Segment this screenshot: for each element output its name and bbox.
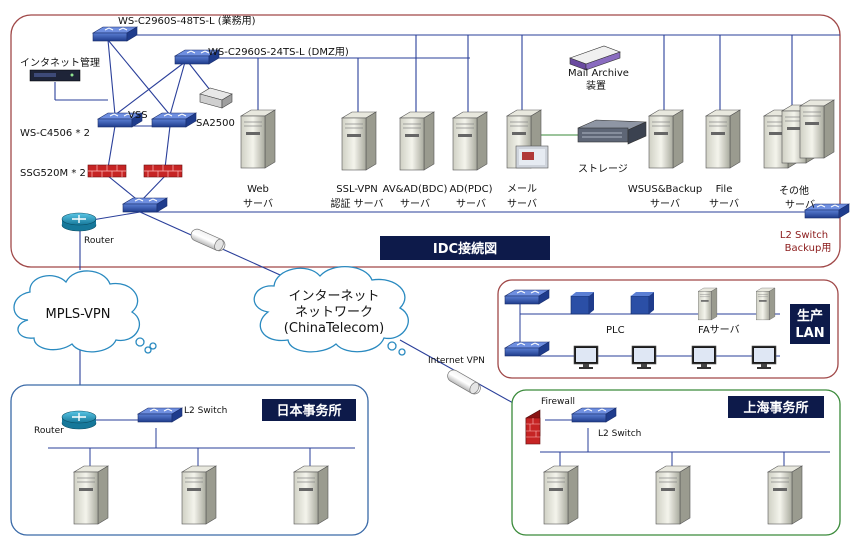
japan-server-3-icon (293, 465, 329, 525)
mail-archive-icon (569, 45, 621, 71)
wsus-backup-server-icon (648, 109, 684, 169)
shanghai-server-2-icon (655, 465, 691, 525)
sw48-label: WS-C2960S-48TS-L (業務用) (118, 14, 256, 27)
japan-switch-label: L2 Switch (184, 406, 227, 416)
idc-router-label: Router (84, 236, 114, 246)
server-label-avad: AV&AD(BDC) (383, 184, 448, 195)
shanghai-office-region (511, 389, 841, 536)
production-badge-2: LAN (795, 326, 824, 341)
server-sub-adpdc: サーバ (456, 198, 486, 210)
edge-switch-icon (122, 197, 168, 213)
vss-label: VSS (128, 110, 148, 121)
l2-backup-label-1: L2 Switch (780, 230, 828, 241)
internet-label-1: インターネット (288, 289, 379, 304)
japan-badge-text: 日本事务所 (276, 403, 341, 419)
japan-server-2-icon (181, 465, 217, 525)
fw-label: SSG520M * 2 (20, 168, 86, 179)
sw24-label: WS-C2960S-24TS-L (DMZ用) (208, 47, 349, 58)
firewall-b-icon (143, 164, 183, 178)
server-sub-mail: サーバ (507, 198, 537, 210)
japan-router-label: Router (34, 426, 64, 436)
server-label-mail: メール (507, 184, 537, 195)
server-sub-avad: サーバ (400, 198, 430, 210)
sa2500-label: SA2500 (196, 118, 235, 129)
production-switch-a-icon (504, 289, 550, 305)
internet-label-2: ネットワーク (295, 305, 373, 320)
firewall-a-icon (87, 164, 127, 178)
idc-vpn-pipe-icon (190, 228, 226, 252)
idc-title-badge (380, 236, 550, 260)
japan-router-icon (61, 410, 97, 430)
plc-2-icon (630, 291, 655, 315)
core-label: WS-C4506 * 2 (20, 128, 90, 139)
core-switch-b-icon (151, 112, 197, 128)
japan-server-1-icon (73, 465, 109, 525)
internet-label-3: (ChinaTelecom) (284, 321, 384, 336)
ssl-vpn-server-icon (341, 111, 377, 171)
storage-icon (577, 119, 647, 145)
internet-cloud-icon (253, 265, 409, 356)
fa-server-1-icon (697, 287, 718, 321)
server-sub-file: サーバ (709, 198, 739, 210)
server-label-file: File (716, 184, 733, 195)
server-sub-sslvpn: 認証 サーバ (330, 197, 383, 210)
mpls-label: MPLS-VPN (46, 307, 111, 322)
server-sub-other: サーバ (785, 199, 815, 211)
mail-archive-label-1: Mail Archive (568, 68, 629, 79)
web-server-icon (240, 109, 276, 169)
ad-pdc-server-icon (452, 111, 488, 171)
sw48-switch-icon (92, 26, 138, 42)
server-label-other: その他 (779, 184, 809, 197)
mail-terminal-icon (515, 145, 549, 169)
shanghai-server-1-icon (543, 465, 579, 525)
l2-backup-label-2: Backup用 (785, 243, 832, 254)
fa-server-2-icon (755, 287, 776, 321)
idc-router-icon (61, 212, 97, 232)
japan-badge (262, 399, 356, 421)
shanghai-switch-label: L2 Switch (598, 429, 641, 439)
sa2500-icon (199, 87, 233, 109)
server-sub-wsus: サーバ (650, 198, 680, 210)
plc-label: PLC (606, 325, 625, 336)
production-badge-1: 生产 (797, 308, 823, 324)
production-badge (790, 304, 830, 344)
av-ad-server-icon (399, 111, 435, 171)
shanghai-badge (728, 396, 824, 418)
shanghai-firewall-icon (525, 409, 541, 445)
idc-links (54, 34, 840, 270)
shanghai-switch-icon (571, 407, 617, 423)
file-server-icon (705, 109, 741, 169)
production-switch-b-icon (504, 341, 550, 357)
shanghai-badge-text: 上海事务所 (743, 400, 808, 416)
plc-1-icon (570, 291, 595, 315)
internet-vpn-pipe-icon (447, 369, 481, 395)
fa-server-label: FAサーバ (698, 324, 740, 336)
server-label-web: Web (247, 184, 269, 195)
server-label-sslvpn: SSL-VPN (336, 184, 377, 195)
japan-switch-icon (137, 407, 183, 423)
internet-vpn-label: Internet VPN (428, 356, 485, 366)
mgmt-label: インタネット管理 (20, 56, 100, 69)
other-server-3-icon (799, 99, 835, 159)
server-sub-web: サーバ (243, 198, 273, 210)
shanghai-firewall-label: Firewall (541, 397, 575, 407)
shanghai-server-3-icon (767, 465, 803, 525)
mpls-cloud-icon (13, 270, 157, 354)
storage-label: ストレージ (578, 164, 628, 175)
management-device-icon (29, 69, 81, 82)
idc-title: IDC接続図 (433, 241, 497, 257)
server-label-wsus: WSUS&Backup (628, 184, 702, 195)
server-label-adpdc: AD(PDC) (449, 184, 492, 195)
mail-archive-label-2: 装置 (586, 79, 606, 92)
